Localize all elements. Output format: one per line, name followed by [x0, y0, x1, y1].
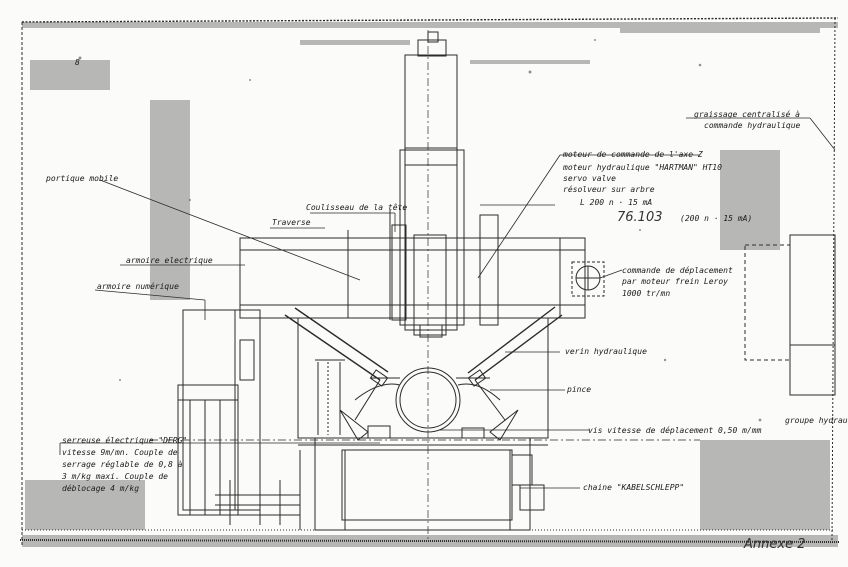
label-pince: pince [567, 385, 592, 394]
label-graissage-1: graissage centralisé à [694, 110, 800, 119]
label-note-1: L 200 n · 15 mA [580, 198, 653, 207]
label-moteur-3: servo valve [563, 174, 616, 183]
label-traverse: Traverse [272, 218, 311, 227]
label-coulisseau: Coulisseau de la tête [306, 203, 408, 212]
label-note-3: (200 n · 15 mA) [680, 214, 753, 223]
label-groupe-hydraulique: groupe hydrau [785, 416, 848, 425]
label-commande-3: 1000 tr/mn [622, 289, 671, 298]
label-verin: verin hydraulique [565, 347, 647, 356]
label-serreuse-1: serreuse électrique "DERG" [62, 436, 188, 445]
label-moteur-4: résolveur sur arbre [563, 185, 655, 194]
label-moteur-2: moteur hydraulique "HARTMAN" HT10 [563, 163, 722, 172]
label-serreuse-2: vitesse 9m/mn. Couple de [62, 448, 178, 457]
label-corner-mark: 8 [75, 58, 80, 67]
label-armoire-electrique: armoire electrique [126, 256, 213, 265]
label-graissage-2: commande hydraulique [704, 121, 801, 130]
label-note-2: 76.103 [617, 210, 663, 225]
label-armoire-numerique: armoire numérique [97, 282, 179, 291]
label-serreuse-5: déblocage 4 m/kg [62, 484, 140, 493]
label-serreuse-4: 3 m/kg maxi. Couple de [62, 472, 168, 481]
label-serreuse-3: serrage réglable de 0,8 à [62, 460, 183, 469]
label-commande-2: par moteur frein Leroy [622, 277, 728, 286]
label-moteur-1: moteur de commande de l'axe Z [563, 150, 703, 159]
label-vitesse-deplacement: vis vitesse de déplacement 0,50 m/mm [588, 426, 762, 435]
label-commande-1: commande de déplacement [622, 266, 733, 275]
label-annexe: Annexe 2 [744, 537, 806, 552]
label-portique-mobile: portique mobile [46, 174, 119, 183]
label-chaine: chaine "KABELSCHLEPP" [583, 483, 685, 492]
